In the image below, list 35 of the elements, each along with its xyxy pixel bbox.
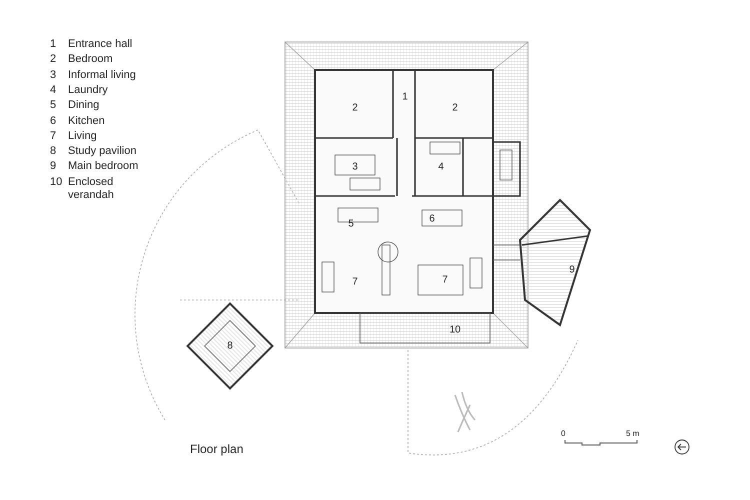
key-number: 10 xyxy=(50,176,62,189)
key-number: 1 xyxy=(50,38,56,51)
room-name: Entrance hall xyxy=(68,38,134,51)
room-name: Study pavilion xyxy=(68,145,138,158)
room-number: 7 xyxy=(442,274,448,286)
room-number: 7 xyxy=(352,276,358,288)
key-number: 2 xyxy=(50,53,56,66)
room-name: Enclosed verandah xyxy=(68,176,115,202)
room-name: Living xyxy=(68,130,98,143)
key-number: 3 xyxy=(50,68,56,82)
room-name: Informal living xyxy=(68,68,137,82)
key-number: 7 xyxy=(50,130,56,143)
room-number: 9 xyxy=(569,264,575,276)
room-name: Dining xyxy=(68,99,100,112)
room-number: 1 xyxy=(402,92,408,102)
key-number: 8 xyxy=(50,145,56,158)
room-number: 6 xyxy=(429,214,435,224)
room-number: 3 xyxy=(352,162,358,172)
key-number: 4 xyxy=(50,84,56,97)
room-name: Laundry xyxy=(68,84,109,97)
room-number: 2 xyxy=(452,102,458,114)
room-name: Bedroom xyxy=(68,53,114,66)
caption: Floor plan xyxy=(190,443,244,456)
scale-label: 5 m xyxy=(626,428,640,440)
key-number: 6 xyxy=(50,114,56,128)
room-number: 8 xyxy=(227,340,233,352)
scale-label: 0 xyxy=(561,428,566,440)
room-number: 2 xyxy=(352,102,358,114)
key-number: 5 xyxy=(50,99,56,112)
room-name: Kitchen xyxy=(68,114,106,128)
room-number: 5 xyxy=(348,218,354,230)
room-number: 4 xyxy=(438,162,444,172)
room-name: Main bedroom xyxy=(68,160,140,174)
room-number: 10 xyxy=(449,324,461,336)
key-number: 9 xyxy=(50,160,56,174)
